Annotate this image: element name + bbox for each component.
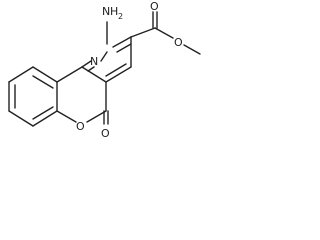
bond-c1-c2-inner <box>116 43 132 53</box>
bond-bz-5 <box>32 110 58 127</box>
bond-ether-methyl <box>183 44 201 55</box>
bond-c3-c4 <box>105 66 132 83</box>
bond-ringO-c6 <box>56 110 77 123</box>
lactone-carbonyl-oxygen-label: O <box>101 127 110 140</box>
bond-c4-c5 <box>81 66 107 83</box>
amine-nitrogen-label: N <box>102 5 110 18</box>
ester-carbonyl-oxygen-label: O <box>150 0 159 13</box>
bond-c1-c2 <box>112 36 132 48</box>
bond-carbonyl-ringO <box>86 110 107 123</box>
bond-bz-1 <box>32 66 58 83</box>
bond-layer <box>8 11 201 127</box>
pyridine-nitrogen-label: N <box>90 55 98 68</box>
atom-label-layer: N H 2 N O O O O <box>76 0 183 140</box>
bond-c3-c4-inner <box>105 63 127 77</box>
ester-ether-oxygen-label: O <box>174 36 183 49</box>
bond-bz-4 <box>8 110 34 127</box>
molecule-drawing: N H 2 N O O O O <box>8 0 201 140</box>
bond-c5-npyr <box>81 60 92 68</box>
bond-bz-5-inner <box>32 106 54 120</box>
bond-ester-ether <box>154 27 174 39</box>
bond-bz-1-inner <box>32 75 54 89</box>
bond-c2-ester <box>130 27 156 38</box>
chemical-structure-diagram: N H 2 N O O O O <box>0 0 214 149</box>
bond-c1-npyr <box>100 51 108 62</box>
bond-bz-2 <box>8 66 34 83</box>
amine-hydrogen-label: H <box>110 5 118 18</box>
bond-c5-npyr-inner <box>87 66 95 72</box>
amine-hydrogen-count: 2 <box>118 12 123 21</box>
bond-c5-benzene <box>56 66 83 83</box>
lactone-ring-oxygen-label: O <box>76 120 85 133</box>
